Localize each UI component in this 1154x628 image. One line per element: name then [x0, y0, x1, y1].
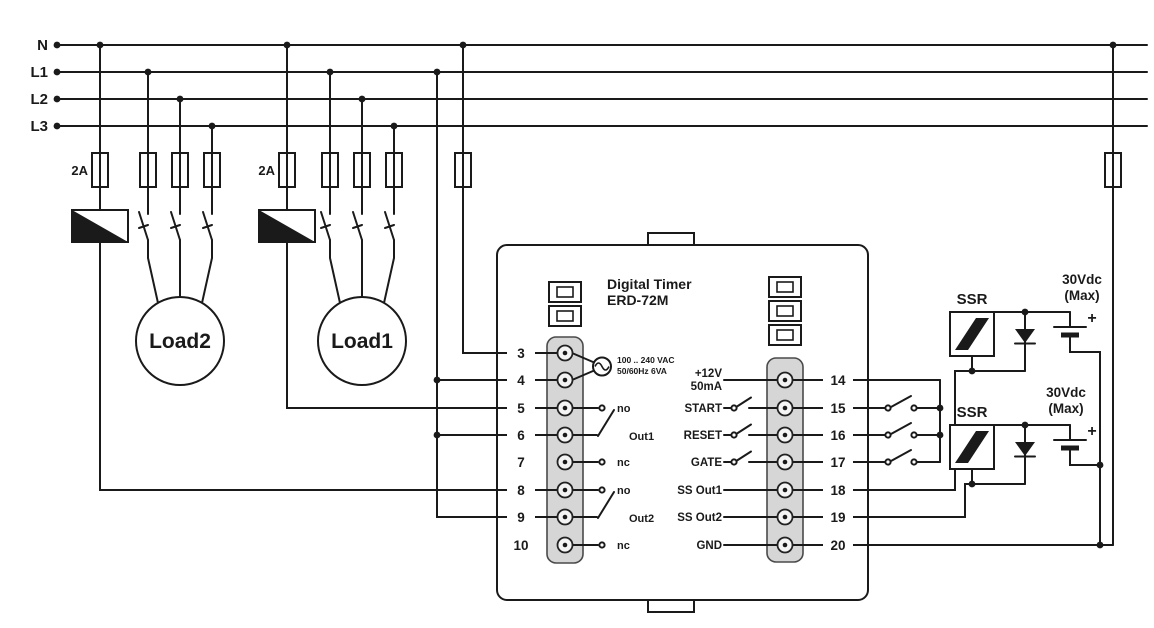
ssr1-icon — [955, 318, 989, 350]
terminal-number: 17 — [830, 455, 845, 470]
load1-label: Load1 — [331, 330, 393, 353]
ssr1-diode-icon — [1015, 329, 1035, 343]
terminal-number: 7 — [517, 455, 525, 470]
fuse-coil1 — [91, 152, 109, 188]
io-reset-label: RESET — [684, 430, 722, 442]
load2-motor — [135, 296, 225, 386]
fuse-load2-l3 — [203, 152, 221, 188]
ssr1-voltage-max-label: (Max) — [1064, 288, 1099, 303]
relay1-name-label: Out1 — [629, 431, 654, 443]
io-ssout2-label: SS Out2 — [677, 512, 722, 524]
terminal-number: 8 — [517, 483, 525, 498]
io-ssout1-label: SS Out1 — [677, 485, 722, 497]
fuse-load1-l2 — [353, 152, 371, 188]
rail-label-l3: L3 — [30, 118, 48, 135]
terminal-number: 10 — [513, 538, 528, 553]
ssr2-voltage-max-label: (Max) — [1048, 401, 1083, 416]
terminal-number: 3 — [517, 346, 525, 361]
terminal-number: 15 — [830, 401, 846, 416]
connector-block — [548, 305, 582, 327]
terminal-numbers-right: 14 15 16 17 18 19 20 — [823, 371, 853, 554]
relay2-nc-label: nc — [617, 540, 630, 552]
supply-spec-line1: 100 .. 240 VAC — [617, 355, 675, 365]
ssr2-icon — [955, 431, 989, 463]
connector-block — [768, 276, 802, 298]
fuses: 2A 2A — [71, 152, 1122, 188]
io-gnd-label: GND — [696, 540, 722, 552]
relay1-no-label: no — [617, 403, 631, 415]
fuse-supply — [454, 152, 472, 188]
ssr2-plus-label: + — [1087, 423, 1096, 440]
terminal-circles-left — [556, 344, 574, 554]
reset-input-contact — [736, 423, 752, 435]
fuse-load2-l2 — [171, 152, 189, 188]
io-start-label: START — [685, 403, 722, 415]
load1-motor — [317, 296, 407, 386]
ssr-circuit-bottom: SSR 30Vdc (Max) + — [792, 385, 1101, 518]
fuse-rating-label: 2A — [258, 163, 275, 178]
relay1-nc-label: nc — [617, 457, 630, 469]
terminal-numbers-left: 3 4 5 6 7 8 9 10 — [507, 344, 535, 554]
rail-label-l2: L2 — [30, 91, 48, 108]
connector-block — [768, 300, 802, 322]
terminal-circles-right — [776, 371, 794, 554]
start-input-contact — [736, 396, 752, 408]
mains-feeders — [99, 44, 559, 518]
load2-label: Load2 — [149, 330, 211, 353]
mounting-tab-top — [647, 232, 695, 245]
relay2-no-label: no — [617, 485, 631, 497]
ssr1-plus-label: + — [1087, 310, 1096, 327]
fuse-load1-l1 — [321, 152, 339, 188]
gate-input-contact — [736, 450, 752, 462]
supply-spec-line2: 50/60Hz 6VA — [617, 366, 667, 376]
timer-unit: Digital Timer ERD-72M — [496, 232, 869, 613]
fuse-rating-label: 2A — [71, 163, 88, 178]
io-50ma-label: 50mA — [691, 381, 722, 393]
io-12v-label: +12V — [695, 368, 723, 380]
relay-out1-contact — [597, 409, 615, 437]
terminal-number: 14 — [830, 373, 846, 388]
input-switches — [792, 379, 941, 466]
terminal-number: 18 — [830, 483, 846, 498]
terminal-number: 4 — [517, 373, 525, 388]
fuse-coil2 — [278, 152, 296, 188]
fuse-load2-l1 — [139, 152, 157, 188]
ssr1-label: SSR — [957, 291, 988, 308]
ssr1-voltage-label: 30Vdc — [1062, 272, 1102, 287]
terminal-number: 20 — [830, 538, 845, 553]
ssr2-label: SSR — [957, 404, 988, 421]
terminals: 3 4 5 6 7 8 9 10 14 15 16 17 18 19 20 — [507, 344, 853, 554]
start-switch — [890, 395, 912, 408]
ssr2-voltage-label: 30Vdc — [1046, 385, 1086, 400]
timer-internals: 100 .. 240 VAC 50/60Hz 6VA no Out1 nc no… — [571, 352, 778, 552]
connector-block — [548, 281, 582, 303]
contactor-coils — [71, 209, 316, 243]
io-gate-label: GATE — [691, 457, 722, 469]
terminal-number: 16 — [830, 428, 846, 443]
power-rails: N L1 L2 L3 — [30, 37, 1148, 135]
terminal-number: 19 — [830, 510, 845, 525]
mounting-tab-bottom — [647, 600, 695, 613]
terminal-number: 6 — [517, 428, 525, 443]
connector-block — [768, 324, 802, 346]
device-title: Digital Timer — [607, 276, 692, 292]
fuse-load1-l3 — [385, 152, 403, 188]
rail-label-l1: L1 — [30, 64, 48, 81]
rail-label-n: N — [37, 37, 48, 54]
junction-dots — [53, 41, 1117, 549]
device-model: ERD-72M — [607, 292, 668, 308]
loads: Load2 Load1 — [135, 296, 407, 386]
relay-out2-contact — [597, 491, 615, 519]
relay2-name-label: Out2 — [629, 513, 654, 525]
ssr2-diode-icon — [1015, 442, 1035, 456]
terminal-strip-left — [546, 336, 584, 564]
reset-switch — [890, 422, 912, 435]
terminal-number: 5 — [517, 401, 525, 416]
terminal-number: 9 — [517, 510, 525, 525]
gate-switch — [890, 449, 912, 462]
